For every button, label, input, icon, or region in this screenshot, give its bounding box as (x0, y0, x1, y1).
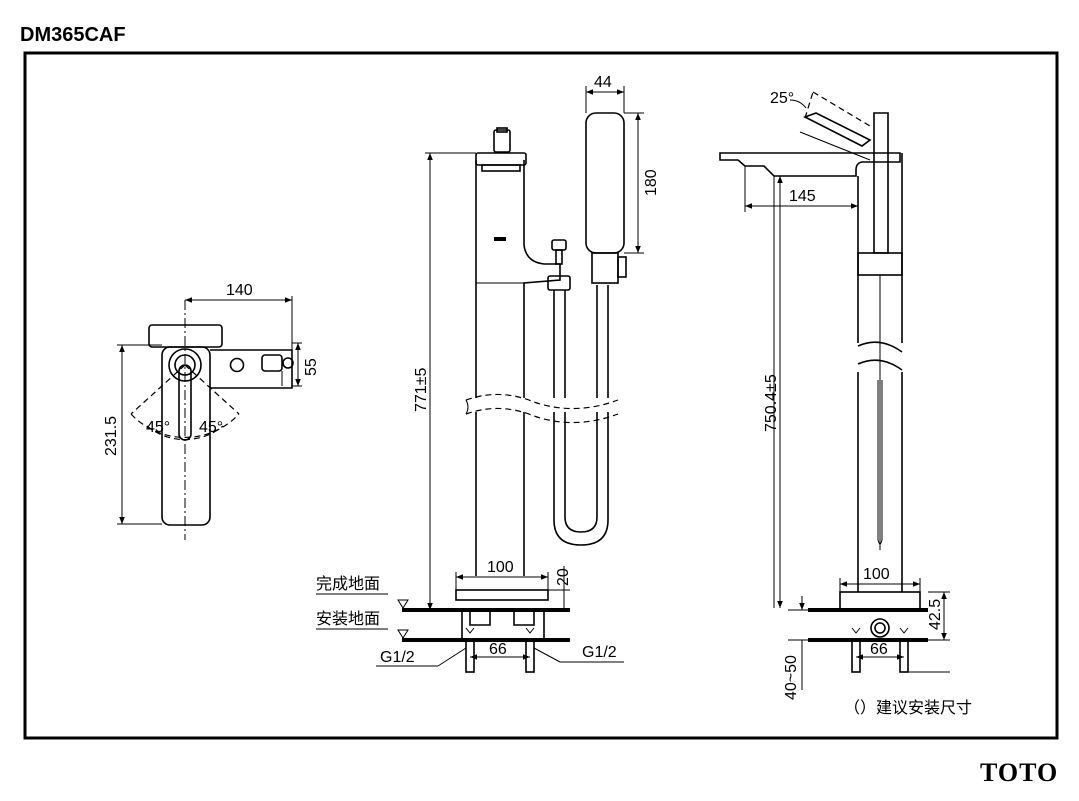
dim-40-50-label: 40~50 (783, 655, 800, 700)
finished-floor-label: 完成地面 (316, 575, 380, 593)
dim-44-label: 44 (594, 74, 612, 91)
thread-left-label: G1/2 (380, 649, 415, 666)
dim-231-label: 231.5 (103, 416, 120, 456)
angle-25-label: 25° (770, 90, 794, 107)
dim-140-label: 140 (226, 282, 253, 299)
angle-right-label: 45° (199, 419, 223, 436)
thread-right-label: G1/2 (582, 644, 617, 661)
dim-55-label: 55 (303, 358, 320, 376)
toto-logo: TOTO (980, 758, 1059, 787)
dim-100-side-label: 100 (863, 566, 890, 583)
install-note: （）建议安装尺寸 (844, 699, 972, 717)
angle-left-label: 45° (146, 419, 170, 436)
dim-750-label: 750.4±5 (763, 374, 780, 432)
install-floor-label: 安装地面 (316, 610, 380, 628)
side-view: 25° 145 750.4±5 100 (719, 90, 972, 717)
top-view: 140 55 231.5 45° 45° (103, 282, 320, 540)
dim-42-label: 42.5 (927, 599, 944, 630)
dim-180-label: 180 (643, 169, 660, 196)
dim-100-front-label: 100 (487, 559, 514, 576)
dim-20-label: 20 (555, 568, 572, 586)
drawing-frame (23, 51, 1059, 740)
dim-145-label: 145 (789, 188, 816, 205)
model-number: DM365CAF (20, 24, 126, 46)
dim-771-label: 771±5 (413, 368, 430, 412)
dim-66-front-label: 66 (489, 641, 507, 658)
dim-66-side-label: 66 (870, 641, 888, 658)
front-view: 771±5 44 180 100 20 完成地面 安装地面 66 G1/2 (316, 74, 660, 673)
